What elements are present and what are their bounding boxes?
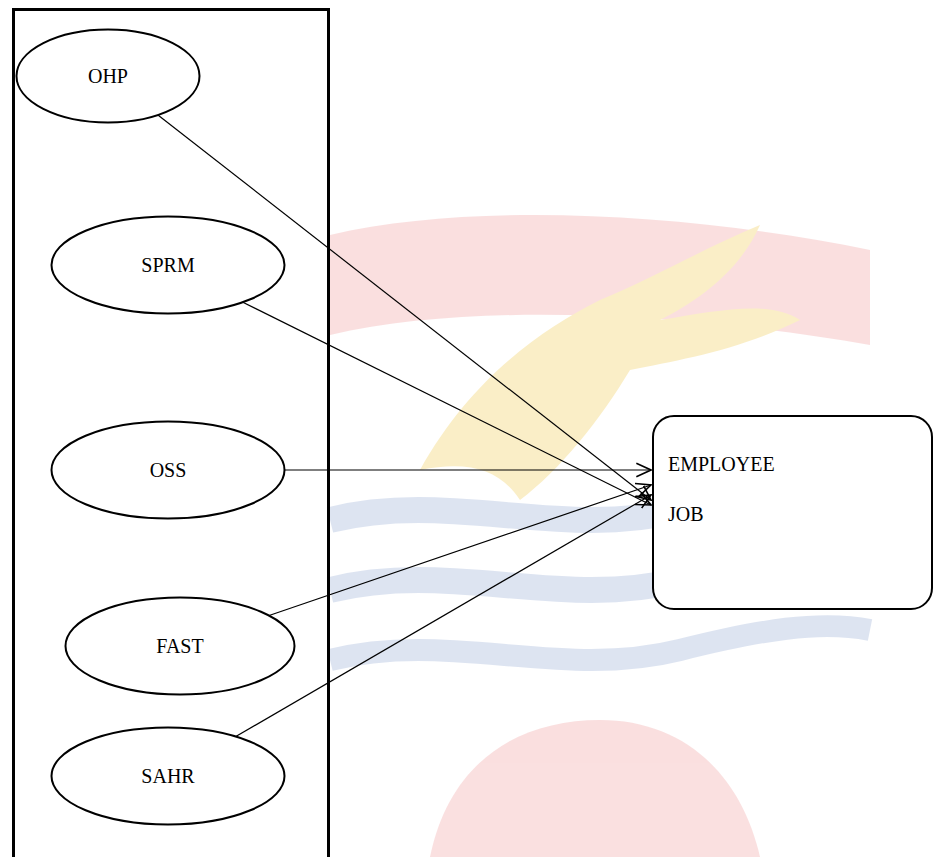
- watermark-wave: [330, 626, 870, 660]
- factor-label: OHP: [88, 64, 128, 88]
- ellipse-shape: [52, 728, 285, 825]
- group-frame: OHP SPRM OSS FAST SAHR: [12, 8, 330, 857]
- factor-ellipse: FAST: [64, 596, 296, 696]
- factor-ellipse: SPRM: [50, 215, 286, 315]
- ellipse-shape: [52, 217, 285, 314]
- arrow-connector: [158, 115, 651, 500]
- ellipse-shape: [52, 422, 285, 519]
- factor-label: SAHR: [141, 764, 194, 788]
- ellipse-shape: [66, 598, 295, 695]
- arrow-connector: [285, 469, 652, 470]
- outcome-box: EMPLOYEE JOB: [652, 415, 933, 610]
- factor-label: FAST: [156, 634, 203, 658]
- arrow-connector: [243, 302, 651, 505]
- factor-label: OSS: [150, 458, 187, 482]
- ellipse-shape: [17, 30, 200, 123]
- factor-ellipse: SAHR: [50, 726, 286, 826]
- factor-label: SPRM: [141, 253, 194, 277]
- arrow-connector: [236, 495, 651, 737]
- factor-ellipse: OHP: [15, 28, 201, 124]
- arrow-connector: [269, 485, 651, 616]
- watermark-arc: [430, 720, 760, 857]
- factor-ellipse: OSS: [50, 420, 286, 520]
- outcome-label: EMPLOYEE JOB: [668, 439, 798, 539]
